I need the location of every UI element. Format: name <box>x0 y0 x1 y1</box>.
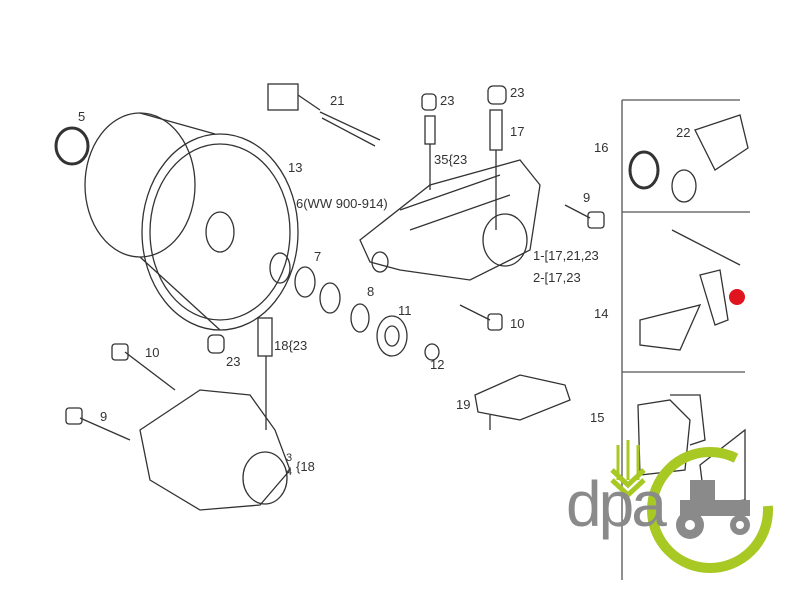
label-6: 6(WW 900-914) <box>296 196 388 211</box>
tractor-icon <box>676 480 750 539</box>
label-19: 19 <box>456 397 471 412</box>
logo-text: dpa <box>566 468 667 540</box>
label-15: 15 <box>590 410 605 425</box>
bracket-19 <box>474 374 571 430</box>
dpa-logo <box>610 440 773 573</box>
label-7: 7 <box>314 249 322 264</box>
label-1: 1-[17,21,23 <box>533 248 599 263</box>
label-23: 23 <box>440 93 455 108</box>
label-13: 13 <box>288 160 303 175</box>
brake-disc-13 <box>84 112 299 331</box>
right-panel-frames <box>621 99 750 580</box>
label-14: 14 <box>594 306 609 321</box>
connector-21 <box>267 83 381 147</box>
label-18: 18{23 <box>274 338 308 353</box>
label-21: 21 <box>330 93 345 108</box>
label-35: 35{23 <box>434 152 468 167</box>
bolts <box>65 204 605 441</box>
label-12: 12 <box>430 357 445 372</box>
bleed-screws <box>421 85 507 230</box>
label-4: 4 <box>286 466 293 478</box>
label-11: 11 <box>398 303 412 318</box>
caliper-lower <box>139 317 291 511</box>
wheat-icon <box>610 440 646 499</box>
label-16: 16 <box>594 140 609 155</box>
caliper-upper <box>359 159 541 281</box>
label-17: 17 <box>510 124 525 139</box>
label-10: 10 <box>510 316 525 331</box>
seal-kit-16 <box>628 114 749 203</box>
rings <box>269 252 440 361</box>
label-18: {18 <box>296 459 315 474</box>
highlight-dot <box>729 289 745 305</box>
label-5: 5 <box>78 109 86 124</box>
label-2: 2-[17,23 <box>533 270 581 285</box>
label-10: 10 <box>145 345 160 360</box>
label-3: 3 <box>286 452 293 464</box>
label-22: 22 <box>676 125 691 140</box>
label-9: 9 <box>583 190 591 205</box>
pad-hardware-14 <box>639 229 741 351</box>
label-9: 9 <box>100 409 108 424</box>
label-23: 23 <box>226 354 241 369</box>
gear-ring-icon <box>647 447 773 573</box>
o-ring-5 <box>54 126 90 166</box>
label-8: 8 <box>367 284 375 299</box>
label-23: 23 <box>510 85 525 100</box>
